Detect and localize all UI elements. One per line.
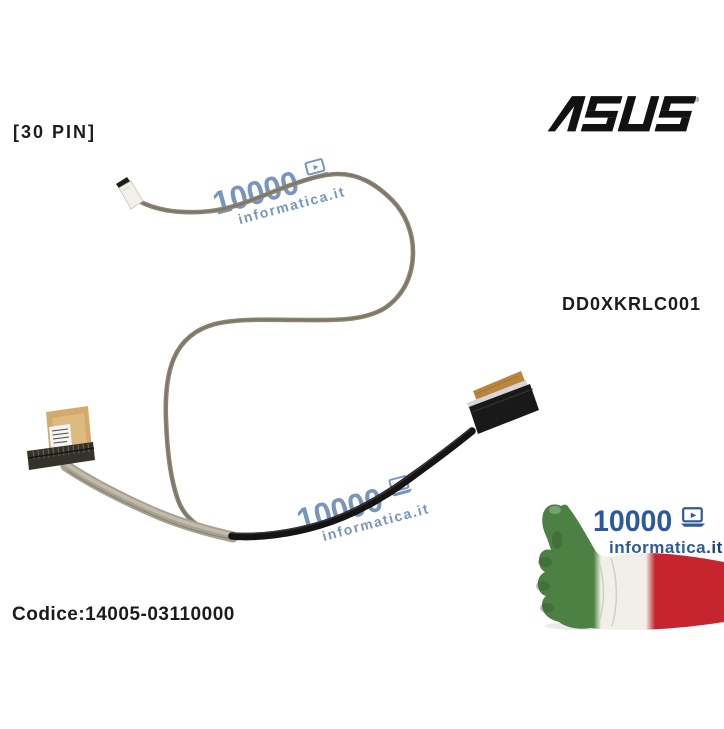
cable-black-sleeve: [228, 427, 476, 541]
connector-small-top: [116, 177, 144, 210]
connector-board-left: [27, 406, 95, 470]
barcode-sticker: [49, 424, 72, 449]
registered-mark: ®: [694, 96, 699, 104]
thumbs-up-italian-flag-icon: [536, 504, 724, 630]
connector-panel-right: [467, 371, 539, 434]
store-logo-domain: informatica.it: [609, 538, 723, 557]
part-number-label: DD0XKRLC001: [562, 294, 702, 314]
pin-count-label: [30 PIN]: [13, 122, 97, 142]
asus-logo-icon: ®: [547, 96, 699, 132]
asus-logo: ®: [545, 93, 703, 135]
cable-grey-ribbon: [60, 460, 239, 543]
store-logo-number: 10000: [593, 505, 673, 538]
product-code-label: Codice:14005-03110000: [12, 604, 235, 625]
cable-grey-wire: [134, 171, 416, 539]
laptop-icon: [681, 507, 706, 527]
store-logo: 10000 informatica.it: [533, 496, 724, 632]
store-logo-text: 10000 informatica.it: [593, 507, 723, 558]
